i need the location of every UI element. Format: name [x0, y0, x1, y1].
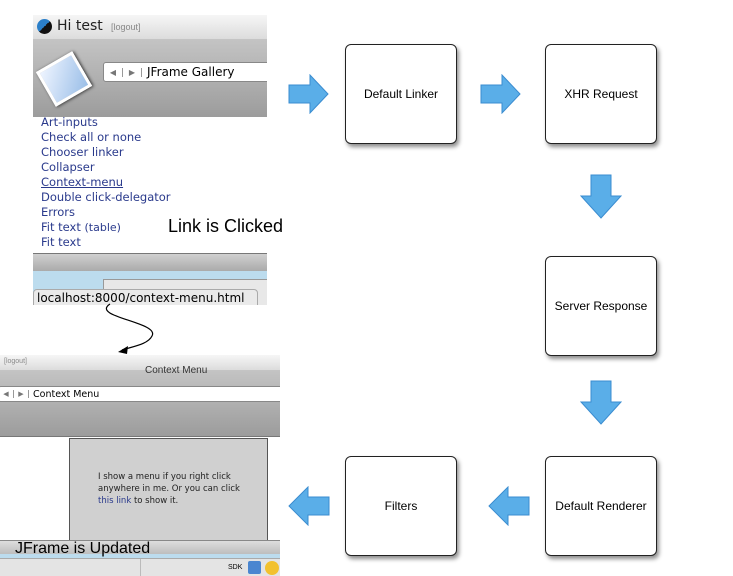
footer-bar — [0, 540, 280, 555]
gallery-icon — [35, 51, 93, 107]
step-default-linker: Default Linker — [345, 44, 457, 144]
show-menu-link[interactable]: this link — [98, 496, 132, 506]
dock-app-icon[interactable] — [248, 561, 261, 574]
title-bar: [logout] — [0, 355, 280, 371]
location-title: JFrame Gallery — [147, 65, 235, 79]
caption-link-clicked: Link is Clicked — [168, 216, 284, 236]
footer-bar — [33, 253, 267, 272]
app-logo-icon — [37, 19, 52, 34]
list-item[interactable]: Errors — [41, 205, 76, 219]
arrow-left-icon — [288, 486, 330, 526]
list-item[interactable]: Fit text — [41, 235, 81, 249]
content-line: I show a menu if you right click — [98, 472, 231, 482]
jframe-updated-screenshot: [logout] Context Menu ◀ ▶ Context Menu I… — [0, 355, 280, 576]
toolbar: Context Menu ◀ ▶ Context Menu — [0, 365, 280, 437]
location-bar[interactable]: ◀ ▶ Context Menu — [0, 386, 280, 402]
content-line: anywhere in me. Or you can click — [98, 484, 240, 494]
arrow-right-icon — [288, 74, 329, 114]
list-item[interactable]: Fit text (table) — [41, 220, 171, 235]
step-xhr-request: XHR Request — [545, 44, 657, 144]
status-bar: SDK — [0, 558, 280, 576]
transition-arrow — [106, 303, 153, 354]
sdk-label: SDK — [228, 564, 243, 571]
list-item[interactable]: Collapser — [41, 160, 95, 174]
title-bar: Hi test [logout] — [33, 15, 267, 40]
dock-app-icon[interactable] — [265, 561, 279, 575]
back-icon[interactable]: ◀ — [0, 390, 14, 398]
forward-icon[interactable]: ▶ — [14, 390, 29, 398]
caption-jframe-updated: JFrame is Updated — [15, 540, 151, 557]
toolbar: ◀ ▶ JFrame Gallery — [33, 39, 267, 117]
logout-link[interactable]: [logout] — [111, 22, 141, 32]
list-item-context-menu[interactable]: Context-menu — [41, 175, 124, 189]
window-title: Context Menu — [145, 365, 208, 376]
step-default-renderer: Default Renderer — [545, 456, 657, 556]
list-item[interactable]: Double click-delegator — [41, 190, 171, 204]
step-filters: Filters — [345, 456, 457, 556]
status-url: localhost:8000/context-menu.html — [33, 289, 258, 305]
list-item-label: Fit text — [41, 220, 81, 234]
dock-strip — [0, 554, 280, 558]
link-clicked-screenshot: Hi test [logout] ◀ ▶ JFrame Gallery Art-… — [33, 15, 267, 305]
logout-link[interactable]: [logout] — [4, 358, 27, 365]
arrow-down-icon — [580, 380, 622, 425]
gallery-link-list: Art-inputs Check all or none Chooser lin… — [41, 115, 171, 250]
list-item-suffix: (table) — [84, 221, 121, 234]
divider — [140, 559, 141, 576]
arrow-right-icon — [480, 74, 521, 114]
location-bar[interactable]: ◀ ▶ JFrame Gallery — [103, 62, 267, 82]
location-title: Context Menu — [33, 388, 100, 400]
content-line: to show it. — [131, 496, 179, 506]
arrow-down-icon — [580, 174, 622, 219]
list-item[interactable]: Check all or none — [41, 130, 142, 144]
arrow-left-icon — [488, 486, 530, 526]
back-icon[interactable]: ◀ — [104, 67, 123, 77]
context-menu-demo-panel[interactable]: I show a menu if you right click anywher… — [69, 438, 268, 542]
list-item[interactable]: Art-inputs — [41, 115, 98, 129]
step-server-response: Server Response — [545, 256, 657, 356]
greeting: Hi test — [57, 18, 103, 34]
list-item[interactable]: Chooser linker — [41, 145, 124, 159]
forward-icon[interactable]: ▶ — [123, 67, 142, 77]
